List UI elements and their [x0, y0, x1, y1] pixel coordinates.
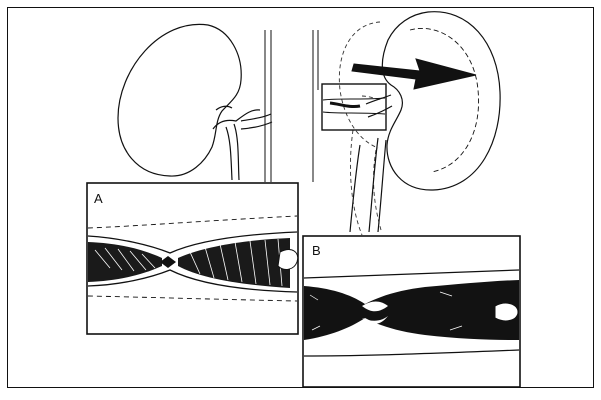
right-kidney-inner-contour	[410, 28, 479, 172]
panel-a: A	[87, 183, 298, 334]
right-hilum-vessel-2	[368, 106, 392, 117]
left-ureter-inner	[234, 124, 239, 180]
right-hilum-vessel-1	[366, 95, 391, 104]
right-ureter-outer	[369, 138, 378, 232]
dashed-original-kidney	[339, 22, 381, 235]
dashed-kidney-outline	[339, 22, 380, 148]
panel-b-oval-feature	[495, 303, 518, 321]
left-renal-vein	[241, 122, 272, 129]
right-kidney-outline	[382, 12, 500, 190]
panel-a-round-feature	[278, 250, 298, 270]
panel-a-label: A	[94, 191, 103, 206]
left-kidney-drawing	[118, 24, 272, 180]
panel-b: B	[303, 236, 520, 387]
left-kidney-outline	[118, 24, 241, 176]
left-renal-artery	[241, 114, 271, 121]
panel-b-label: B	[312, 243, 321, 258]
left-ureter-outer	[226, 127, 232, 180]
great-vessels	[265, 30, 318, 182]
right-ureter-inner	[378, 140, 386, 232]
right-kidney-drawing	[350, 12, 500, 232]
